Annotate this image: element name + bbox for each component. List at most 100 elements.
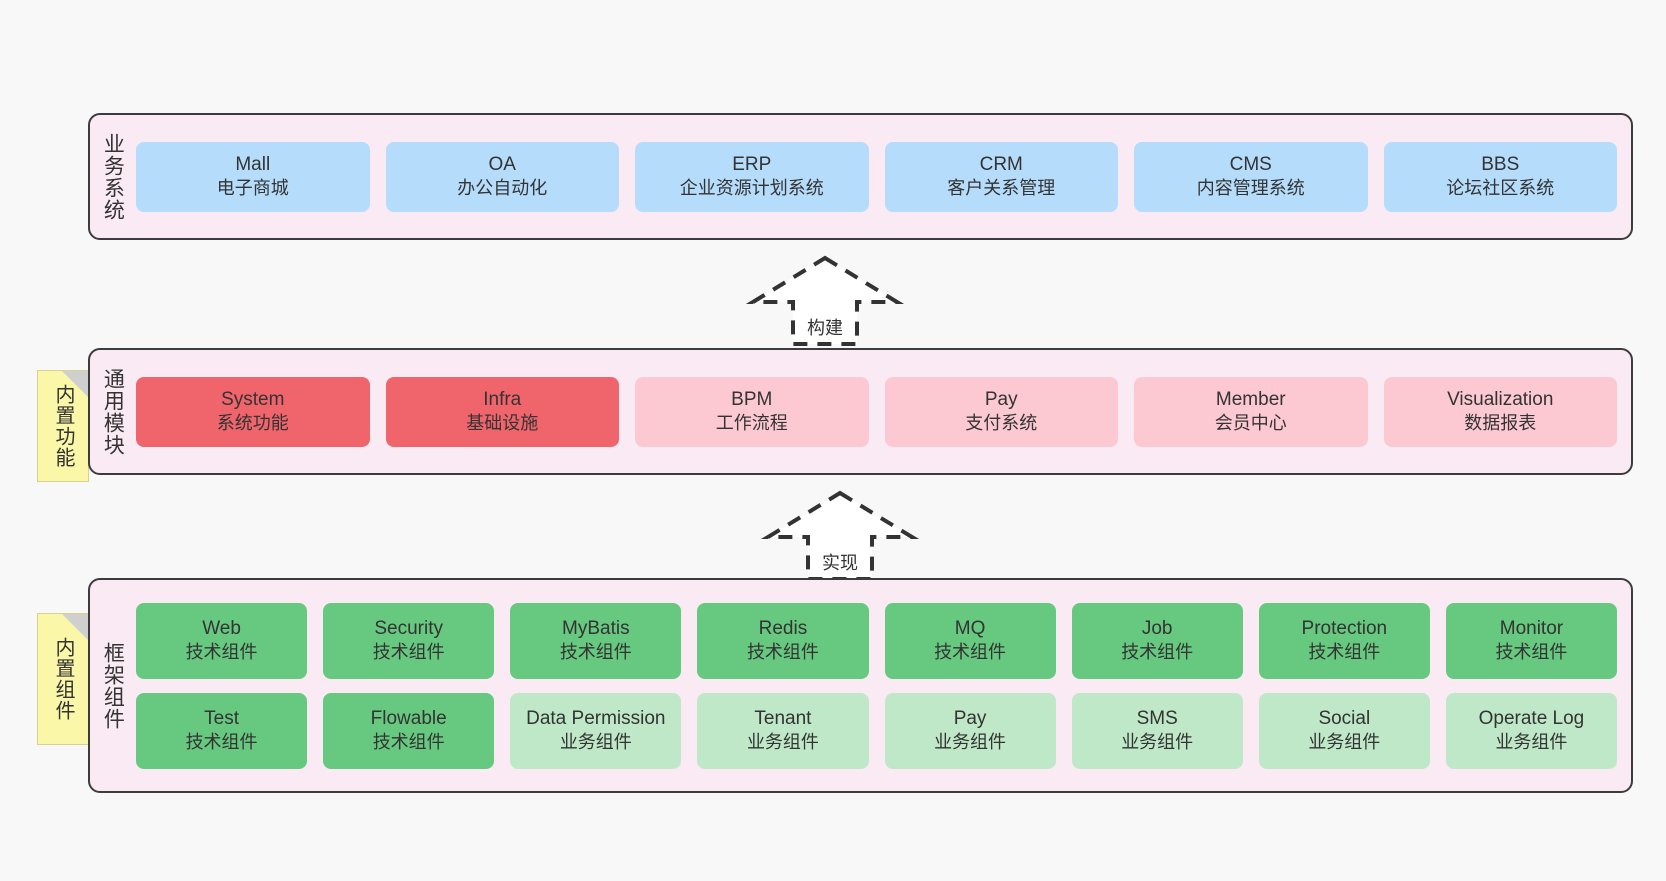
node-visualization[interactable]: Visualization 数据报表 xyxy=(1383,376,1617,447)
node-security-desc: 技术组件 xyxy=(372,642,445,663)
node-pay-component-desc: 业务组件 xyxy=(934,732,1007,753)
node-social-name: Social xyxy=(1318,707,1371,729)
node-mq-desc: 技术组件 xyxy=(934,642,1007,663)
node-erp[interactable]: ERP 企业资源计划系统 xyxy=(635,141,869,212)
node-web[interactable]: Web 技术组件 xyxy=(136,602,308,679)
node-data-permission-name: Data Permission xyxy=(526,707,666,729)
node-bpm[interactable]: BPM 工作流程 xyxy=(635,376,869,447)
node-visualization-name: Visualization xyxy=(1447,388,1554,410)
node-mall-name: Mall xyxy=(235,153,271,175)
node-pay-module[interactable]: Pay 支付系统 xyxy=(884,376,1118,447)
node-bbs-desc: 论坛社区系统 xyxy=(1446,178,1555,199)
node-member[interactable]: Member 会员中心 xyxy=(1134,376,1368,447)
node-infra-name: Infra xyxy=(483,388,522,410)
layer-common-module: 通用模块 System 系统功能 Infra 基础设施 BPM 工作流程 Pay… xyxy=(88,348,1633,475)
layer-common-module-title: 通用模块 xyxy=(101,367,125,456)
node-pay-component[interactable]: Pay 业务组件 xyxy=(884,692,1056,769)
node-infra-desc: 基础设施 xyxy=(466,413,539,434)
node-social[interactable]: Social 业务组件 xyxy=(1258,692,1430,769)
node-monitor-desc: 技术组件 xyxy=(1495,642,1568,663)
note-builtin-function: 内置功能 xyxy=(37,370,89,482)
node-tenant[interactable]: Tenant 业务组件 xyxy=(697,692,869,769)
node-social-desc: 业务组件 xyxy=(1308,732,1381,753)
node-mall-desc: 电子商城 xyxy=(216,178,289,199)
layer-framework-component-row-tech: Web 技术组件 Security 技术组件 MyBatis 技术组件 Redi… xyxy=(136,602,1617,679)
layer-business-system: 业务系统 Mall 电子商城 OA 办公自动化 ERP 企业资源计划系统 CRM… xyxy=(88,113,1633,240)
node-test[interactable]: Test 技术组件 xyxy=(136,692,308,769)
node-operate-log-desc: 业务组件 xyxy=(1495,732,1568,753)
node-erp-name: ERP xyxy=(732,153,772,175)
node-mq-name: MQ xyxy=(954,617,986,639)
node-operate-log[interactable]: Operate Log 业务组件 xyxy=(1445,692,1617,769)
node-data-permission[interactable]: Data Permission 业务组件 xyxy=(510,692,682,769)
node-job[interactable]: Job 技术组件 xyxy=(1071,602,1243,679)
node-crm[interactable]: CRM 客户关系管理 xyxy=(884,141,1118,212)
node-erp-desc: 企业资源计划系统 xyxy=(679,178,824,199)
node-sms[interactable]: SMS 业务组件 xyxy=(1071,692,1243,769)
arrow-build: 构建 xyxy=(745,250,905,350)
arrow-realize: 实现 xyxy=(760,485,920,585)
node-job-desc: 技术组件 xyxy=(1121,642,1194,663)
node-web-name: Web xyxy=(202,617,241,639)
node-data-permission-desc: 业务组件 xyxy=(559,732,632,753)
node-web-desc: 技术组件 xyxy=(185,642,258,663)
note-fold-icon xyxy=(62,614,88,640)
layer-framework-component: 框架组件 Web 技术组件 Security 技术组件 MyBatis 技术组件… xyxy=(88,578,1633,793)
node-cms-name: CMS xyxy=(1229,153,1272,175)
arrow-build-label: 构建 xyxy=(807,318,843,338)
node-mq[interactable]: MQ 技术组件 xyxy=(884,602,1056,679)
node-oa-name: OA xyxy=(488,153,516,175)
node-redis-name: Redis xyxy=(758,617,808,639)
node-flowable-desc: 技术组件 xyxy=(372,732,445,753)
layer-framework-component-title: 框架组件 xyxy=(101,641,125,730)
node-test-desc: 技术组件 xyxy=(185,732,258,753)
node-system-desc: 系统功能 xyxy=(216,413,289,434)
node-member-name: Member xyxy=(1215,388,1286,410)
node-bbs[interactable]: BBS 论坛社区系统 xyxy=(1383,141,1617,212)
node-system-name: System xyxy=(221,388,285,410)
note-fold-icon xyxy=(62,371,88,397)
node-member-desc: 会员中心 xyxy=(1214,413,1287,434)
node-test-name: Test xyxy=(204,707,239,729)
node-cms[interactable]: CMS 内容管理系统 xyxy=(1134,141,1368,212)
node-mybatis[interactable]: MyBatis 技术组件 xyxy=(510,602,682,679)
layer-framework-component-row-business: Test 技术组件 Flowable 技术组件 Data Permission … xyxy=(136,692,1617,769)
node-security[interactable]: Security 技术组件 xyxy=(323,602,495,679)
node-tenant-name: Tenant xyxy=(754,707,812,729)
node-system[interactable]: System 系统功能 xyxy=(136,376,370,447)
node-operate-log-name: Operate Log xyxy=(1478,707,1585,729)
node-cms-desc: 内容管理系统 xyxy=(1196,178,1305,199)
node-crm-name: CRM xyxy=(979,153,1023,175)
node-pay-module-name: Pay xyxy=(984,388,1018,410)
layer-business-system-title: 业务系统 xyxy=(101,132,125,221)
node-bpm-name: BPM xyxy=(731,388,773,410)
note-builtin-function-label: 内置功能 xyxy=(52,384,74,468)
node-monitor[interactable]: Monitor 技术组件 xyxy=(1445,602,1617,679)
node-infra[interactable]: Infra 基础设施 xyxy=(385,376,619,447)
node-oa-desc: 办公自动化 xyxy=(457,178,548,199)
node-flowable[interactable]: Flowable 技术组件 xyxy=(323,692,495,769)
node-redis[interactable]: Redis 技术组件 xyxy=(697,602,869,679)
node-protection-name: Protection xyxy=(1301,617,1388,639)
note-builtin-component: 内置组件 xyxy=(37,613,89,745)
node-protection-desc: 技术组件 xyxy=(1308,642,1381,663)
node-monitor-name: Monitor xyxy=(1499,617,1564,639)
node-mall[interactable]: Mall 电子商城 xyxy=(136,141,370,212)
layer-common-module-row: System 系统功能 Infra 基础设施 BPM 工作流程 Pay 支付系统… xyxy=(136,376,1617,447)
node-mybatis-name: MyBatis xyxy=(562,617,630,639)
node-visualization-desc: 数据报表 xyxy=(1464,413,1537,434)
layer-business-system-row: Mall 电子商城 OA 办公自动化 ERP 企业资源计划系统 CRM 客户关系… xyxy=(136,141,1617,212)
node-security-name: Security xyxy=(374,617,443,639)
node-flowable-name: Flowable xyxy=(370,707,447,729)
layer-common-module-body: System 系统功能 Infra 基础设施 BPM 工作流程 Pay 支付系统… xyxy=(134,350,1631,473)
node-bbs-name: BBS xyxy=(1481,153,1520,175)
node-sms-desc: 业务组件 xyxy=(1121,732,1194,753)
node-protection[interactable]: Protection 技术组件 xyxy=(1258,602,1430,679)
layer-business-system-body: Mall 电子商城 OA 办公自动化 ERP 企业资源计划系统 CRM 客户关系… xyxy=(134,115,1631,238)
node-oa[interactable]: OA 办公自动化 xyxy=(385,141,619,212)
node-crm-desc: 客户关系管理 xyxy=(947,178,1056,199)
layer-framework-component-body: Web 技术组件 Security 技术组件 MyBatis 技术组件 Redi… xyxy=(134,580,1631,791)
node-mybatis-desc: 技术组件 xyxy=(559,642,632,663)
arrow-realize-label: 实现 xyxy=(822,553,858,573)
